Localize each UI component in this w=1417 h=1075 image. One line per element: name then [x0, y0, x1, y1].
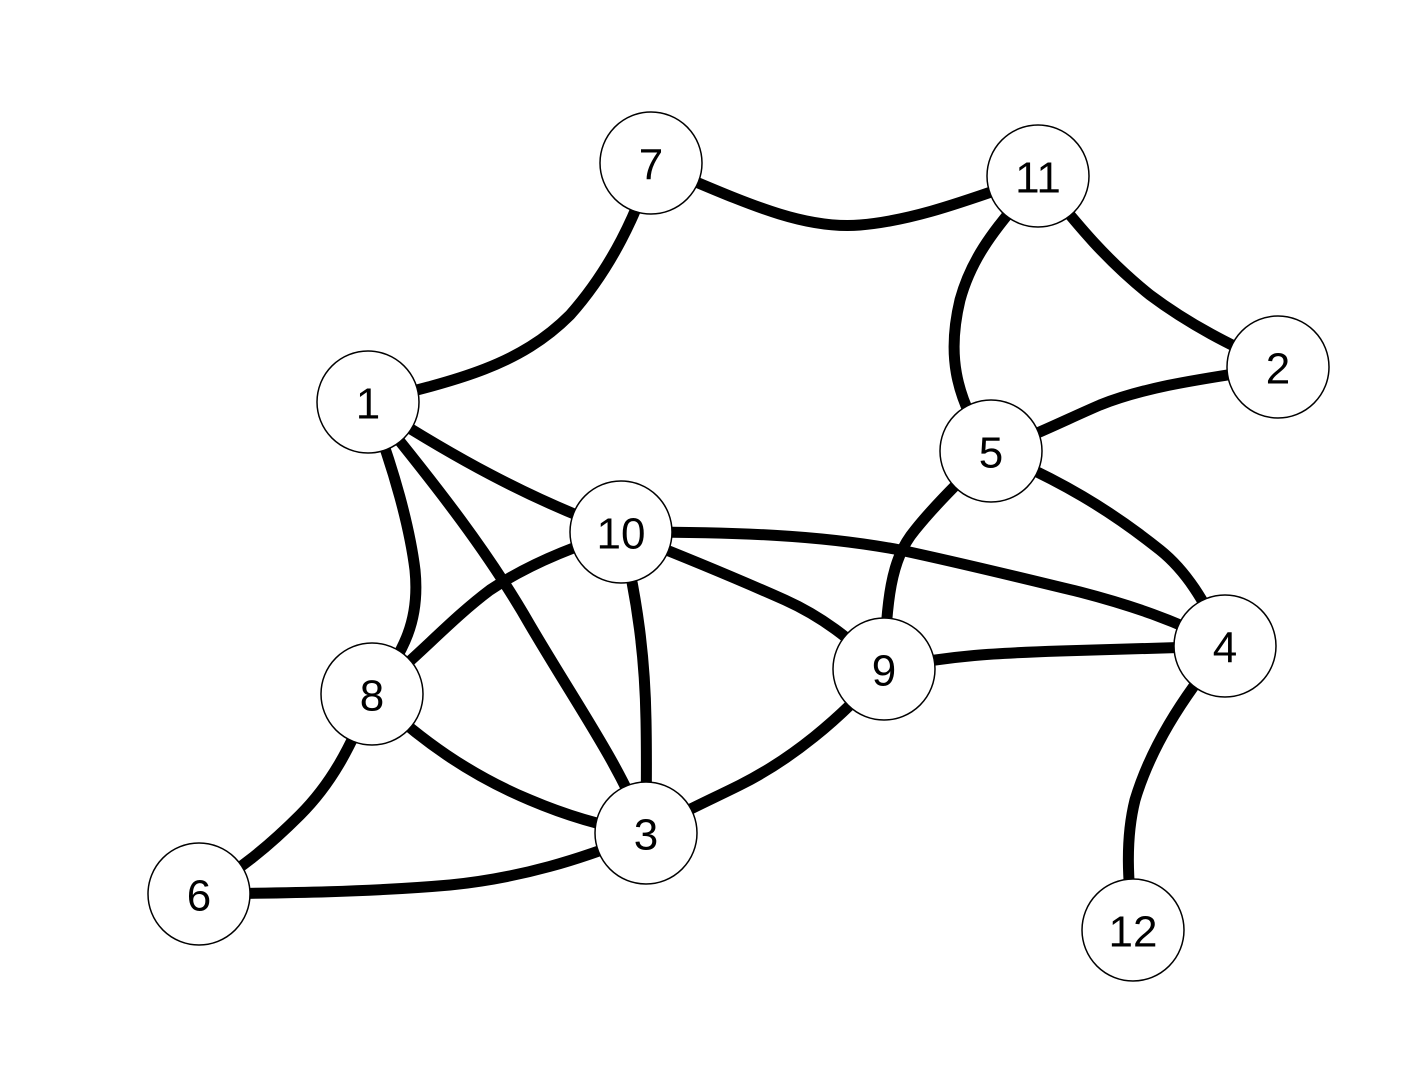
node-circle [320, 642, 424, 746]
edge-9-4 [882, 640, 1226, 675]
node-label: 8 [360, 672, 384, 721]
edge-6-3 [198, 827, 649, 900]
node-9: 9 [832, 617, 936, 721]
node-label: 5 [979, 429, 1003, 478]
node-circle [1226, 315, 1330, 419]
node-label: 6 [187, 872, 211, 921]
node-circle [986, 124, 1090, 228]
node-circle [569, 480, 673, 584]
node-label: 3 [634, 811, 658, 860]
node-circle [599, 111, 703, 215]
node-5: 5 [939, 399, 1043, 503]
node-label: 2 [1266, 345, 1290, 394]
node-7: 7 [599, 111, 703, 215]
node-3: 3 [594, 781, 698, 885]
edge-1-3 [363, 398, 652, 835]
node-6: 6 [147, 842, 251, 946]
node-10: 10 [569, 480, 673, 584]
node-2: 2 [1226, 315, 1330, 419]
node-4: 4 [1173, 594, 1277, 698]
node-circle [1081, 878, 1185, 982]
edge-7-1 [366, 161, 657, 408]
node-label: 11 [1015, 154, 1061, 203]
edge-10-8 [368, 526, 623, 699]
node-label: 12 [1109, 908, 1158, 957]
node-circle [316, 350, 420, 454]
node-label: 4 [1213, 624, 1237, 673]
node-12: 12 [1081, 878, 1185, 982]
edge-layer [196, 157, 1281, 931]
node-1: 1 [316, 350, 420, 454]
node-circle [939, 399, 1043, 503]
node-circle [594, 781, 698, 885]
node-label: 10 [597, 510, 646, 559]
node-label: 1 [356, 380, 380, 429]
edge-7-11 [648, 157, 1040, 232]
node-circle [832, 617, 936, 721]
node-circle [147, 842, 251, 946]
node-11: 11 [986, 124, 1090, 228]
node-label: 7 [639, 141, 663, 190]
node-circle [1173, 594, 1277, 698]
node-8: 8 [320, 642, 424, 746]
node-label: 9 [872, 647, 896, 696]
edge-10-4 [620, 526, 1228, 651]
